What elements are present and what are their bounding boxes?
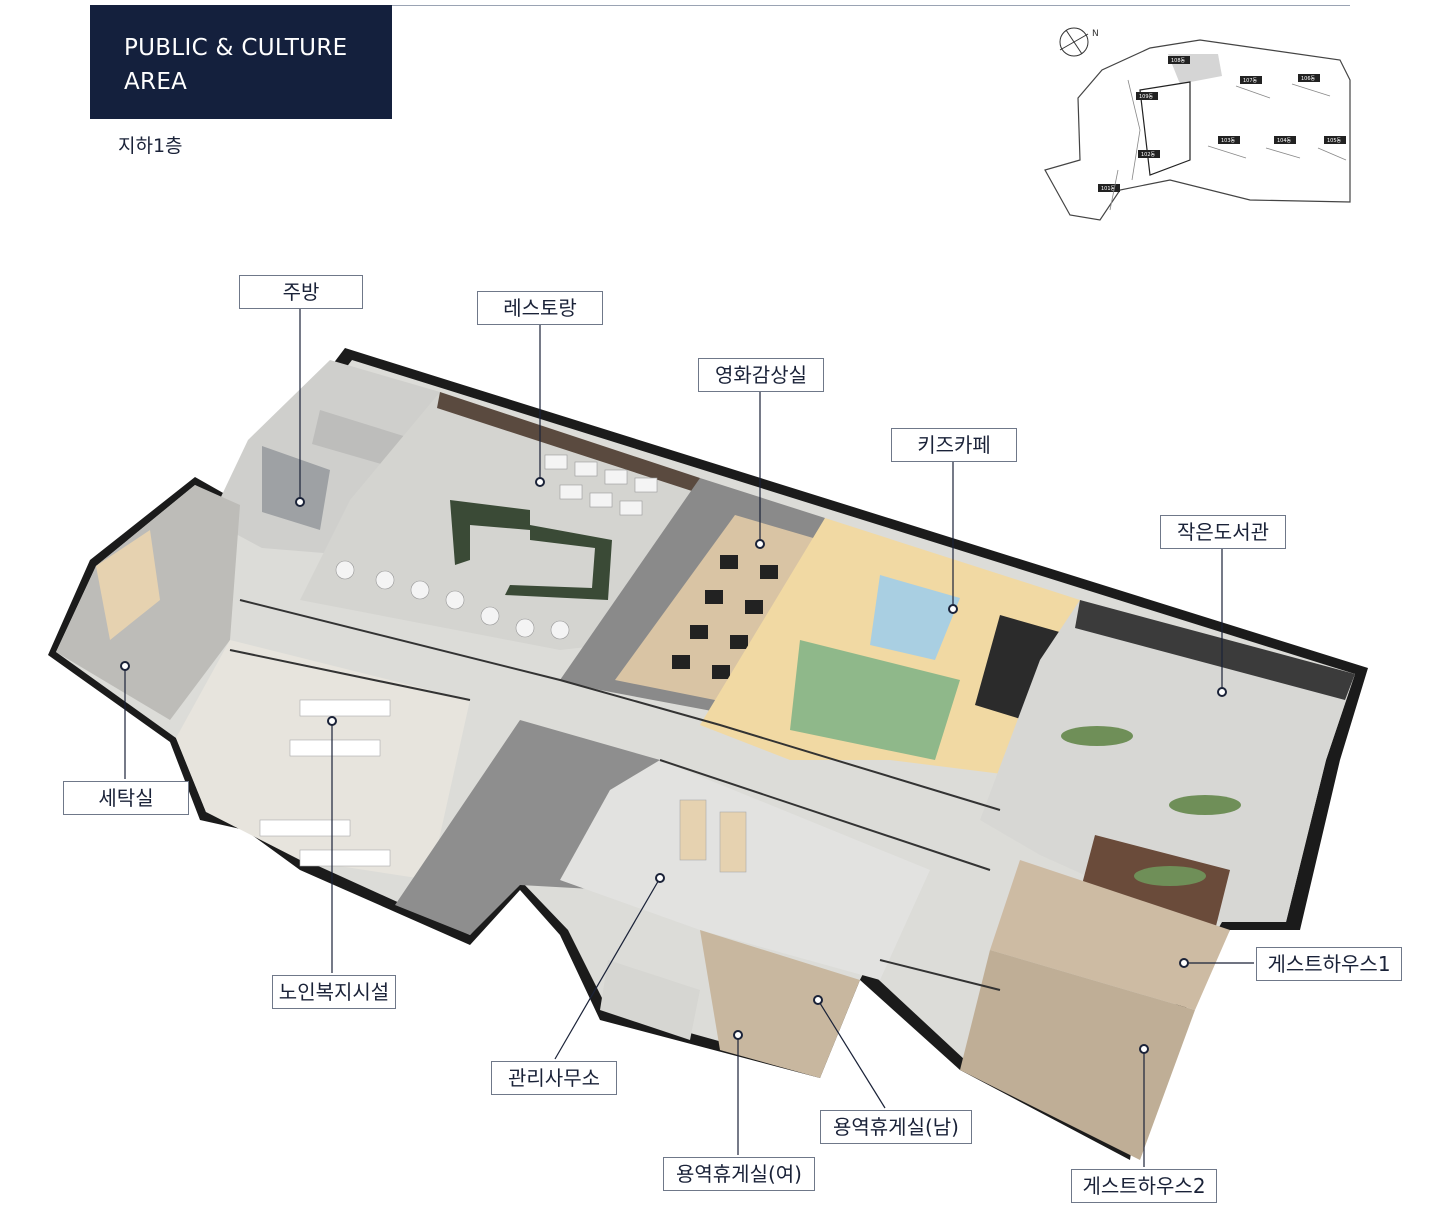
compass-icon: N [1059,27,1099,57]
library-bookshelf-wall [1075,600,1355,700]
kitchen-equipment [262,446,330,530]
guesthouse1-floor [990,860,1230,1010]
site-key-map: N 108동 107동 106동 109동 103동 104동 105동 102… [1044,27,1351,221]
bldg-108: 108동 [1171,58,1186,64]
bldg-103: 103동 [1221,138,1236,144]
bldg-101: 101동 [1101,186,1116,192]
section-title-line2: AREA [124,69,188,95]
office-annex-floor [600,960,700,1040]
storage-room [312,410,410,470]
restaurant-planter-left [450,500,530,565]
restaurant-planter-right [505,525,612,600]
office-desks [679,799,747,873]
kids-cafe-play-mat [790,640,960,760]
bldg-104: 104동 [1277,138,1292,144]
floor-label: 지하1층 [118,135,183,157]
label-restaurant: 레스토랑 [477,291,603,325]
site-building-outlines [1109,79,1347,211]
section-title-line1: PUBLIC & CULTURE [124,35,348,61]
label-guesthouse1: 게스트하우스1 [1256,947,1402,981]
kids-cafe-ball-pool [870,575,960,660]
site-building-labels: 108동 107동 106동 109동 103동 104동 105동 102동 … [1098,56,1346,192]
label-staff-lounge-female: 용역휴게실(여) [663,1157,815,1191]
senior-welfare-tables [259,699,391,867]
label-management-office: 관리사무소 [491,1061,617,1095]
movie-room-seats [672,555,778,679]
section-title-box: PUBLIC & CULTURE AREA [90,5,392,119]
bldg-109: 109동 [1139,94,1154,100]
callout-markers [120,477,1227,1054]
header-divider [392,5,1350,6]
laundry-machines [96,530,160,640]
staff-lounge-floor [700,930,860,1078]
label-movie-room: 영화감상실 [698,358,824,392]
library-floor [980,600,1355,922]
label-laundry: 세탁실 [63,781,189,815]
bldg-107: 107동 [1243,78,1258,84]
bldg-102: 102동 [1141,152,1156,158]
site-b1-footprint [1139,81,1191,176]
senior-welfare-floor [176,640,470,880]
label-kitchen: 주방 [239,275,363,309]
site-boundary [1044,39,1351,221]
compass-north-label: N [1092,29,1099,39]
label-senior-welfare: 노인복지시설 [272,975,396,1009]
guesthouse2-floor [960,950,1195,1160]
library-planters [1061,726,1241,886]
label-kids-cafe: 키즈카페 [891,428,1017,462]
callout-leader-lines [124,308,1254,1167]
corridor-glass-rails [229,599,1001,991]
restaurant-wood-wall [437,392,700,492]
label-guesthouse2: 게스트하우스2 [1071,1169,1217,1203]
label-staff-lounge-male: 용역휴게실(남) [820,1110,972,1144]
bldg-106: 106동 [1301,76,1316,82]
bldg-105: 105동 [1327,138,1342,144]
restaurant-tables [335,454,658,640]
label-small-library: 작은도서관 [1160,515,1286,549]
